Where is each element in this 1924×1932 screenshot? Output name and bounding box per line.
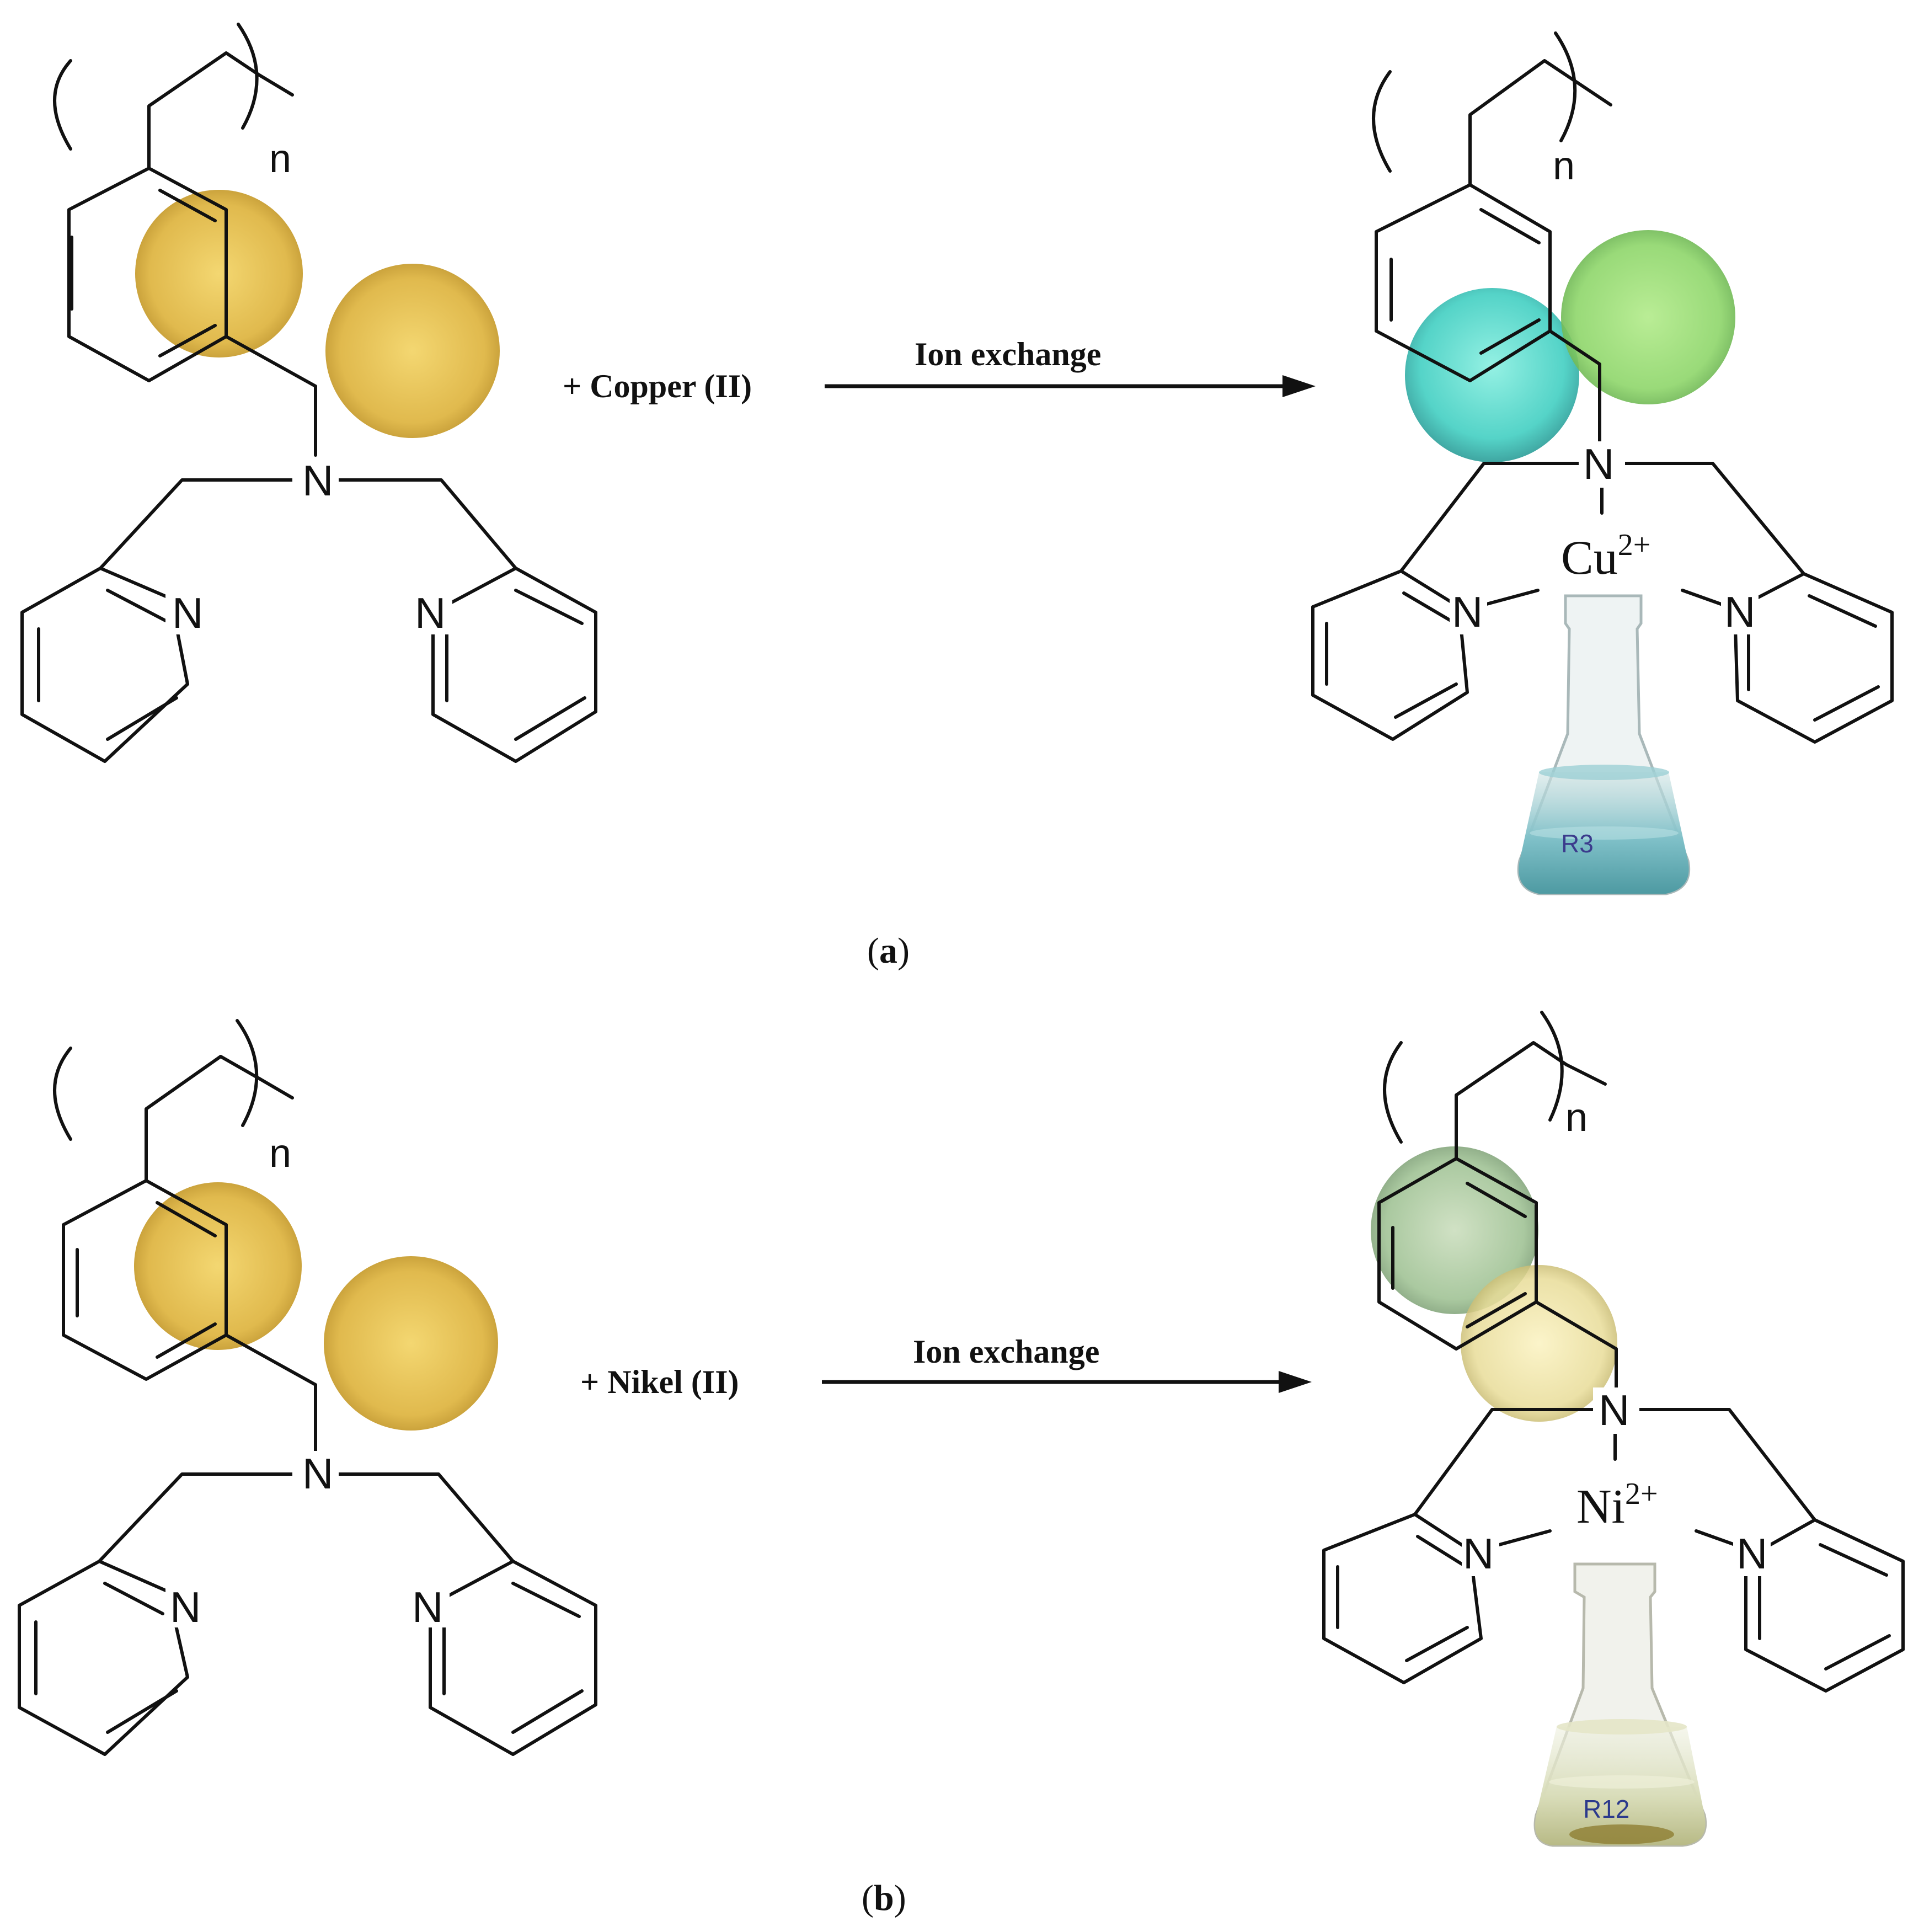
- copper-ion-label: Cu2+: [1561, 528, 1650, 585]
- pyridine-nitrogen-label: N: [1463, 1529, 1494, 1578]
- ion-symbol: Ni: [1576, 1480, 1625, 1534]
- pyridine-nitrogen-label: N: [415, 589, 446, 637]
- reagent-label: + Nikel (II): [580, 1364, 739, 1400]
- resin-bead-cyan: [1405, 288, 1579, 462]
- flask-label: R12: [1583, 1795, 1629, 1823]
- repeat-unit-n-label: n: [269, 1132, 291, 1176]
- panel-letter: b: [874, 1878, 894, 1918]
- nitrogen-atom-label: N: [302, 456, 333, 505]
- arrow-label: Ion exchange: [913, 1333, 1099, 1370]
- flask-photo: R12: [1533, 1562, 1707, 1847]
- ion-charge: 2+: [1625, 1477, 1658, 1511]
- ion-symbol: Cu: [1561, 531, 1618, 585]
- reactant-resin-b: N N N n: [18, 1019, 597, 1756]
- pyridine-nitrogen-label: N: [1724, 588, 1755, 636]
- nickel-ion-label: Ni2+: [1576, 1477, 1658, 1534]
- repeat-unit-n-label: n: [1553, 144, 1575, 188]
- panel-label-a: (a): [867, 931, 910, 971]
- resin-bead-sage: [1371, 1146, 1538, 1314]
- nitrogen-atom-label: N: [1599, 1386, 1629, 1434]
- panel-b: N N N n + Nikel (II) Ion exchange: [18, 1011, 1905, 1918]
- panel-a: N N N n + Copper (II) Ion exchange: [20, 23, 1894, 971]
- resin-bead-yellow: [325, 264, 500, 438]
- flask-label: R3: [1561, 829, 1594, 858]
- pyridine-nitrogen-label: N: [1736, 1529, 1767, 1578]
- repeat-unit-n-label: n: [1565, 1096, 1588, 1140]
- bond-lines: [18, 1019, 597, 1756]
- panel-letter: a: [879, 931, 897, 971]
- pyridine-nitrogen-label: N: [412, 1583, 443, 1631]
- reactant-resin-a: N N N n: [20, 23, 597, 763]
- product-resin-a: N N N n Cu2+ R3: [1311, 31, 1894, 895]
- repeat-unit-n-label: n: [269, 137, 291, 181]
- reaction-arrow: [822, 1371, 1312, 1393]
- flask-photo: R3: [1517, 594, 1691, 895]
- resin-bead-yellow: [324, 1256, 498, 1431]
- panel-label-b: (b): [862, 1878, 906, 1918]
- pyridine-nitrogen-label: N: [1452, 588, 1483, 636]
- bond-lines: [1311, 31, 1894, 744]
- nitrogen-atom-label: N: [302, 1449, 333, 1498]
- resin-bead-green: [1561, 230, 1735, 404]
- resin-bead-pale: [1461, 1265, 1617, 1422]
- arrow-label: Ion exchange: [915, 336, 1101, 372]
- resin-bead-yellow: [134, 1182, 302, 1350]
- resin-bead-yellow: [135, 190, 303, 357]
- nitrogen-atom-label: N: [1583, 440, 1614, 488]
- reagent-label: + Copper (II): [563, 368, 752, 404]
- reaction-arrow: [825, 375, 1316, 397]
- pyridine-nitrogen-label: N: [170, 1583, 201, 1631]
- ion-charge: 2+: [1618, 528, 1651, 562]
- pyridine-nitrogen-label: N: [172, 589, 203, 637]
- bond-lines: [20, 23, 597, 763]
- product-resin-b: N N N n Ni2+ R12: [1322, 1011, 1905, 1847]
